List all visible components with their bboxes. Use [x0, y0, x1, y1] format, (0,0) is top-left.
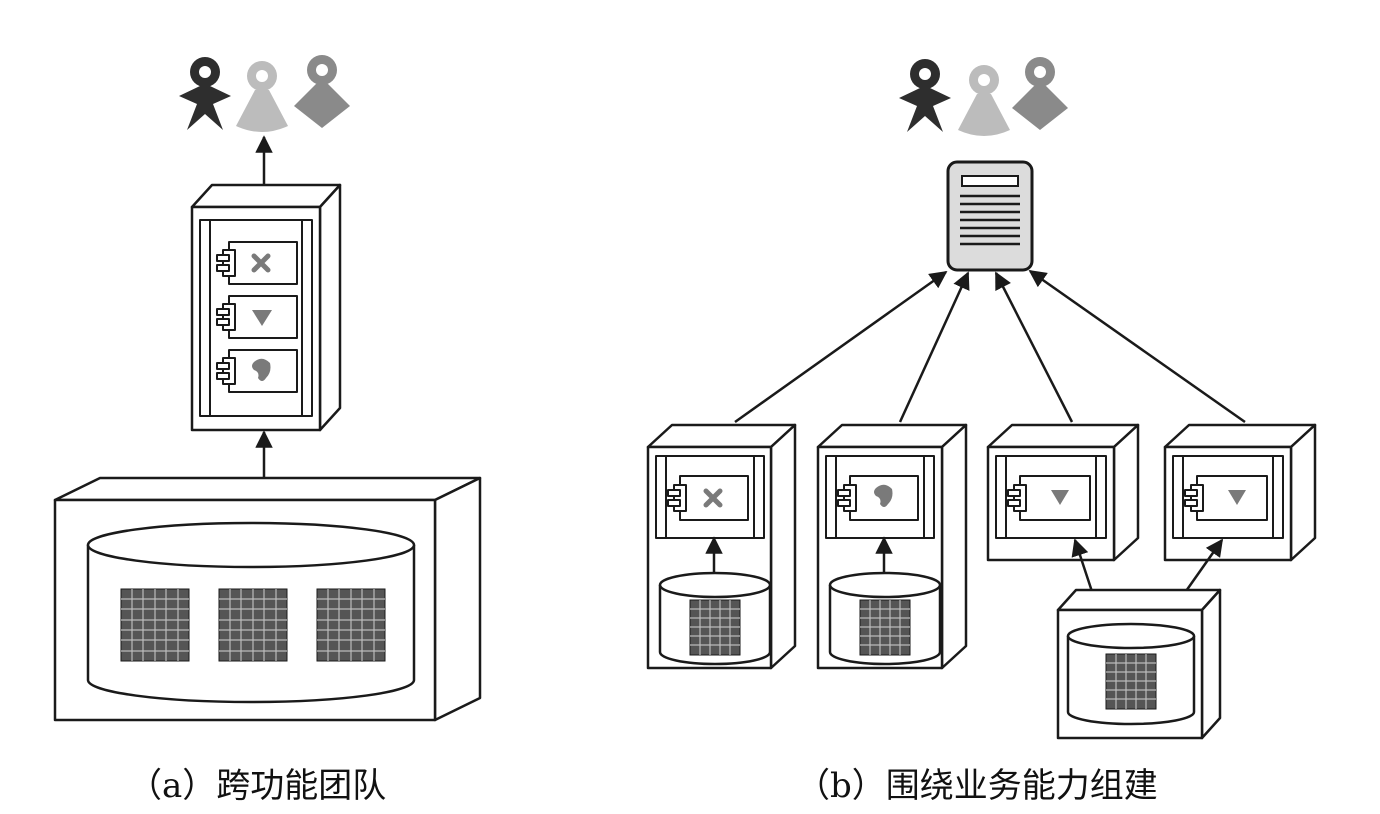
- user-dark-icon: [899, 59, 951, 132]
- service-x: [646, 423, 797, 670]
- triangle-shape-icon: [252, 310, 272, 326]
- triangle-shape-icon: [1228, 490, 1246, 505]
- triangle-shape-icon: [1051, 490, 1069, 505]
- data-grid-icon: [316, 588, 386, 662]
- user-light-icon: [958, 65, 1010, 136]
- component-triangle: [216, 295, 298, 339]
- arrow-service2-to-server: [898, 271, 970, 423]
- user-mid-icon: [294, 55, 350, 128]
- data-grid-icon: [1105, 653, 1157, 710]
- shared-database-server: [53, 476, 482, 722]
- users-group-b: [899, 57, 1068, 136]
- user-dark-icon: [179, 57, 231, 130]
- service-triangle-2: [1163, 423, 1317, 562]
- component-x: [216, 241, 298, 285]
- blob-shape-icon: [874, 484, 893, 507]
- service-blob: [816, 423, 968, 670]
- users-group-a: [179, 55, 350, 132]
- x-shape-icon: [703, 488, 723, 508]
- panel-a: [53, 55, 482, 722]
- server-icon: [946, 160, 1034, 272]
- data-grid-icon: [120, 588, 190, 662]
- user-mid-icon: [1012, 57, 1068, 130]
- arrow-service1-to-server: [734, 270, 948, 424]
- service-triangle-1: [986, 423, 1140, 562]
- arrow-service4-to-server: [1028, 269, 1246, 424]
- data-grid-icon: [218, 588, 288, 662]
- data-grid-icon: [859, 599, 911, 656]
- data-grid-icon: [689, 599, 741, 656]
- user-light-icon: [236, 61, 288, 132]
- arrow-service3-to-server: [994, 271, 1074, 423]
- monolith-application: [190, 183, 342, 432]
- panel-b: [646, 57, 1317, 740]
- caption-business-capabilities: （b）围绕业务能力组建: [796, 766, 1158, 806]
- component-blob: [216, 349, 298, 393]
- caption-cross-functional-team: （a）跨功能团队: [128, 766, 387, 806]
- blob-shape-icon: [252, 358, 271, 381]
- x-shape-icon: [251, 253, 271, 273]
- shared-service-database: [1056, 588, 1222, 740]
